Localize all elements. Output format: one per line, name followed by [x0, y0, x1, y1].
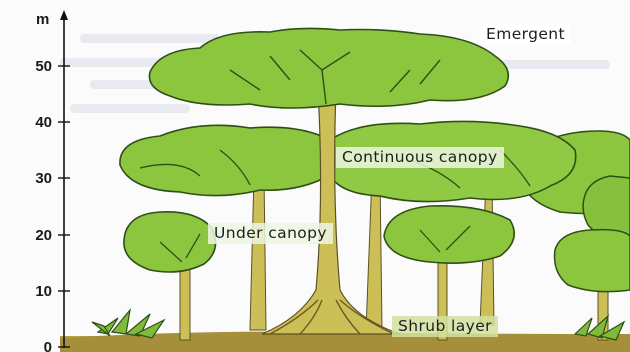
shrub-left — [92, 310, 164, 338]
axis-tick-label: 0 — [44, 339, 52, 352]
continuous-canopy-label: Continuous canopy — [336, 147, 504, 168]
emergent-layer-label: Emergent — [480, 24, 571, 45]
axis-unit-label: m — [36, 11, 49, 28]
axis-tick-label: 40 — [35, 114, 52, 131]
axis-tick-label: 30 — [35, 170, 52, 187]
shrub-layer-label: Shrub layer — [392, 316, 498, 337]
axis-tick-label: 10 — [35, 283, 52, 300]
axis-tick-label: 50 — [35, 58, 52, 75]
under-canopy-label: Under canopy — [208, 223, 333, 244]
height-axis: m 50 40 30 20 10 0 — [35, 10, 70, 352]
axis-tick-label: 20 — [35, 227, 52, 244]
